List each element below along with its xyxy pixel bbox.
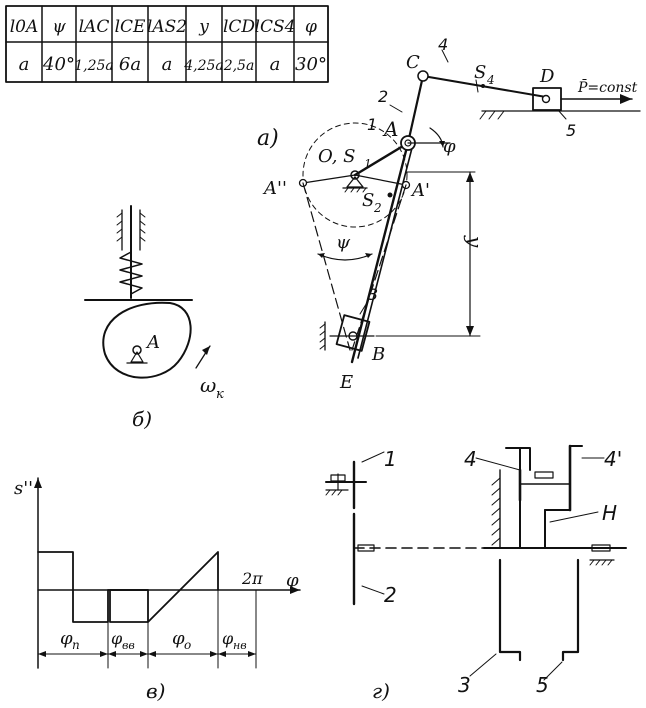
caption-v: в) <box>146 679 165 703</box>
label-phi-o: φ <box>172 628 185 649</box>
cam-pivot-A <box>132 345 142 355</box>
label-psi: ψ <box>336 232 351 253</box>
slider-B <box>319 314 375 352</box>
label-S4: S <box>474 62 486 83</box>
panel-a-linkage <box>298 49 641 364</box>
label-5: 5 <box>566 121 576 140</box>
label-A-double-prime: A'' <box>262 178 287 199</box>
label-O-S1: O, S <box>318 146 355 167</box>
gear-5 <box>561 558 580 662</box>
label-2: 2 <box>378 87 388 106</box>
label-gear-2: 2 <box>384 583 397 607</box>
caption-g: г) <box>372 679 390 703</box>
graph-curve-phase-o <box>147 551 219 623</box>
label-A: A <box>382 117 398 141</box>
label-graph-phi: φ <box>286 570 299 591</box>
label-gear-5: 5 <box>536 673 549 697</box>
label-D: D <box>539 66 555 87</box>
label-1: 1 <box>367 115 377 134</box>
joint-C <box>417 70 429 82</box>
table-value-1: 40° <box>42 54 75 75</box>
label-2pi: 2π <box>241 569 263 588</box>
label-force: P̄=const <box>577 78 638 96</box>
crank-link-1 <box>353 141 410 177</box>
label-phi-nv: φ <box>222 629 234 648</box>
label-s-double-prime: s'' <box>14 478 33 499</box>
table-header-3: lCE <box>115 17 146 37</box>
label-3: 3 <box>368 285 378 304</box>
graph-curve-phase-p <box>37 551 109 623</box>
label-cam-A: A <box>145 332 160 353</box>
label-phi-vv-sub: вв <box>122 639 135 652</box>
table-value-0: a <box>19 54 30 75</box>
link-2-AE <box>350 141 410 364</box>
label-gear-3: 3 <box>458 673 471 697</box>
table-header-4: lAS2 <box>147 17 187 37</box>
table-value-3: 6a <box>119 54 141 75</box>
label-omega-sub: к <box>216 387 224 402</box>
caption-a: a) <box>257 126 279 151</box>
label-C: C <box>406 52 420 73</box>
label-O-sub: 1 <box>364 157 372 171</box>
table-header-5: y <box>198 17 209 37</box>
label-phi: φ <box>443 136 456 157</box>
panel-v-graph <box>34 477 301 669</box>
label-phi-o-sub: о <box>184 638 191 652</box>
graph-curve-phase-vv <box>109 589 149 623</box>
link-2-AC <box>406 74 425 145</box>
label-gear-1: 1 <box>384 447 397 471</box>
label-4: 4 <box>438 35 448 54</box>
label-E: E <box>339 372 353 393</box>
table-value-4: a <box>162 54 173 75</box>
label-S2-sub: 2 <box>373 201 382 215</box>
panel-b-cam <box>84 205 211 379</box>
label-S2: S <box>362 190 374 211</box>
label-B: B <box>371 344 385 365</box>
table-header-0: l0A <box>10 17 39 37</box>
table-header-8: φ <box>305 17 317 37</box>
spring <box>119 251 143 295</box>
table-value-6: 2,5a <box>223 58 255 74</box>
table-value-8: 30° <box>295 54 327 75</box>
pivot-O-support <box>346 176 364 188</box>
label-gear-4-prime: 4' <box>604 447 622 471</box>
caption-b: б) <box>132 407 152 431</box>
label-phi-p: φ <box>60 628 73 649</box>
label-omega: ω <box>200 373 216 397</box>
crank-circle <box>302 122 408 228</box>
parameter-table: l0A a ψ 40°lAC 1,25a lCE 6a lAS2 a y 4,25a lCD 2,5a l… <box>5 5 329 83</box>
panel-g-gear-train <box>325 444 627 681</box>
gear-3 <box>498 558 522 662</box>
label-phi-p-sub: п <box>72 638 80 652</box>
table-header-6: lCD <box>223 17 255 37</box>
label-y: y <box>463 235 487 248</box>
label-S4-sub: 4 <box>486 73 495 87</box>
label-phi-nv-sub: нв <box>233 639 247 652</box>
cam-profile <box>102 301 192 379</box>
label-phi-vv: φ <box>111 629 123 648</box>
table-header-7: lCS4 <box>255 17 296 37</box>
label-A-prime: A' <box>410 180 430 201</box>
table-value-5: 4,25a <box>183 58 224 74</box>
table-header-1: ψ <box>52 17 66 37</box>
table-value-7: a <box>270 54 281 75</box>
table-value-2: 1,25a <box>74 58 114 74</box>
table-header-2: lAC <box>79 17 110 37</box>
label-carrier-H: H <box>602 501 617 525</box>
label-gear-4: 4 <box>464 447 477 471</box>
